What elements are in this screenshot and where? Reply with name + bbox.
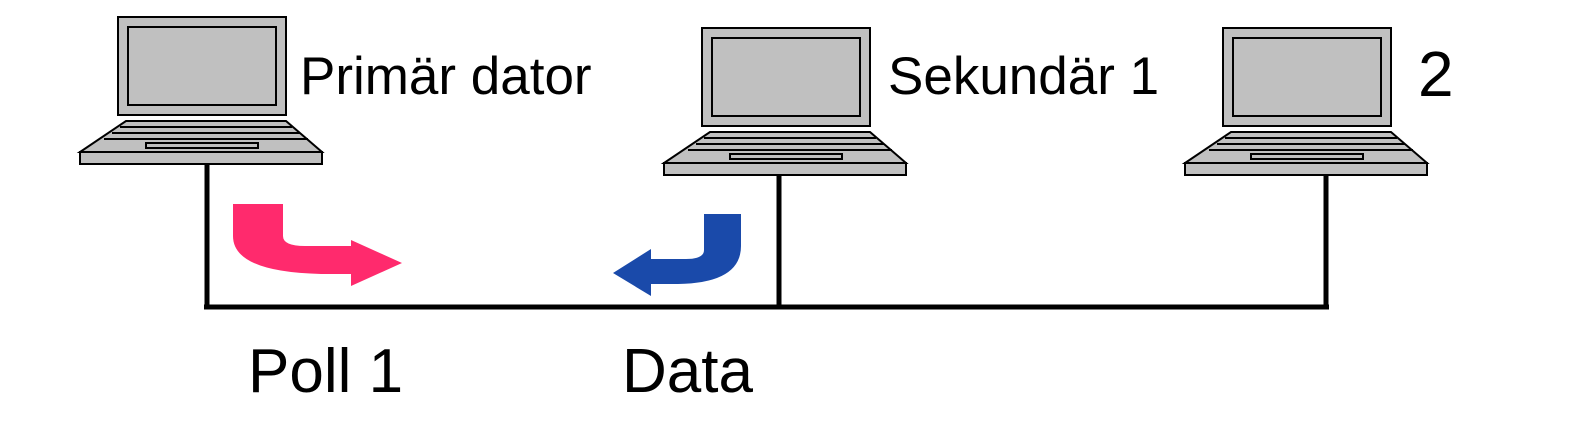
primary-computer: Primär dator: [79, 16, 592, 165]
laptop-icon: [79, 16, 323, 165]
poll-arrow-icon: [233, 204, 402, 286]
data-arrow-icon: [613, 214, 741, 296]
secondary-1-computer: Sekundär 1: [663, 27, 1159, 176]
laptop-icon: [663, 27, 907, 176]
network-bus: [204, 158, 1329, 310]
poll-message-label: Poll 1: [248, 337, 403, 406]
data-message-label: Data: [622, 337, 753, 406]
secondary-2-label: 2: [1418, 38, 1454, 110]
secondary-2-computer: 2: [1184, 27, 1454, 176]
primary-computer-label: Primär dator: [300, 47, 592, 106]
laptop-icon: [1184, 27, 1428, 176]
secondary-1-label: Sekundär 1: [888, 47, 1159, 106]
